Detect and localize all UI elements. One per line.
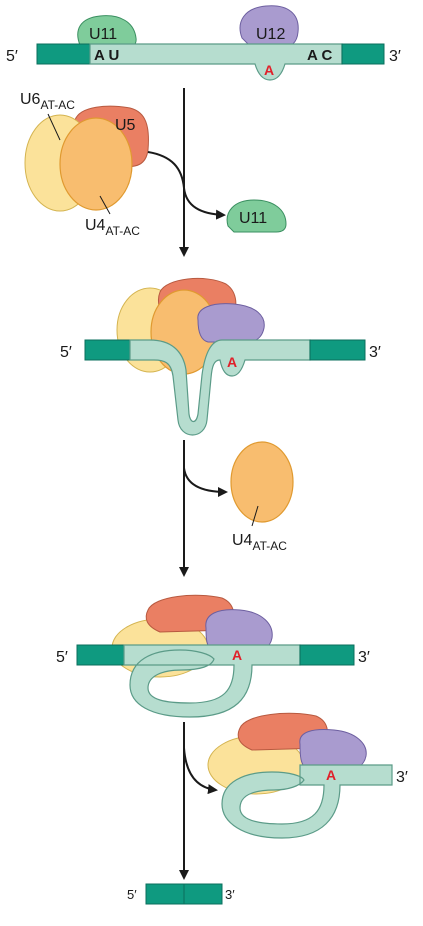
u11-label: U11 xyxy=(89,26,117,43)
spliced-mrna: 5′ 3′ xyxy=(127,883,235,905)
five-prime-label-final: 5′ xyxy=(127,887,137,902)
five-prime-label-stage3: 5′ xyxy=(56,649,68,666)
exon-3-stage2 xyxy=(309,339,366,361)
exon-5-final xyxy=(145,883,185,905)
exon-5-stage3 xyxy=(76,644,125,666)
branch-point-a: A xyxy=(264,62,274,78)
exon-3-stage1 xyxy=(341,43,385,65)
u5-label: U5 xyxy=(115,117,136,134)
stage-2: 5′ 3′ A xyxy=(60,278,381,436)
three-prime-label-lariat: 3′ xyxy=(396,769,408,786)
u4-leader xyxy=(99,195,111,215)
ac-bases-label: A C xyxy=(307,47,332,64)
branch-point-a-lariat: A xyxy=(326,767,336,783)
u12-snrnp-lariat xyxy=(299,729,367,771)
intron-stage1 xyxy=(89,43,343,81)
u12-label: U12 xyxy=(256,26,285,43)
stage-1: 5′ 3′ U11 U12 A U A C A xyxy=(6,5,401,81)
branch-point-a-stage2: A xyxy=(227,354,237,370)
u6-atac-label: U6AT-AC xyxy=(20,91,75,112)
three-prime-label: 3′ xyxy=(389,48,401,65)
three-prime-label-stage3: 3′ xyxy=(358,649,370,666)
exon-3-stage3 xyxy=(299,644,355,666)
u4-atac-label: U4AT-AC xyxy=(85,217,140,238)
branch-point-a-stage3: A xyxy=(232,647,242,663)
exon-5-stage1 xyxy=(36,43,91,65)
u4-released-leader xyxy=(251,505,259,527)
u12-snrnp-stage2 xyxy=(197,303,265,343)
u4-snrnp-released xyxy=(230,441,294,523)
exon-5-stage2 xyxy=(84,339,131,361)
u4-released: U4AT-AC xyxy=(230,441,294,553)
three-prime-label-stage2: 3′ xyxy=(369,344,381,361)
intron-lariat-released xyxy=(221,764,393,839)
au-bases-label: A U xyxy=(94,47,119,64)
free-snrnps: U6AT-AC U5 U4AT-AC xyxy=(20,91,149,238)
u4-snrnp-free xyxy=(59,117,133,211)
five-prime-label: 5′ xyxy=(6,48,18,65)
u11-snrnp-released xyxy=(226,199,287,233)
three-prime-label-final: 3′ xyxy=(225,887,235,902)
five-prime-label-stage2: 5′ xyxy=(60,344,72,361)
u4-atac-released-label: U4AT-AC xyxy=(232,532,287,553)
u11-released-label: U11 xyxy=(239,210,267,227)
intron-lariat-stage3 xyxy=(123,644,301,718)
arrow-1 xyxy=(147,88,226,257)
released-lariat-complex: 3′ A xyxy=(207,712,408,839)
u11-released: U11 xyxy=(226,199,287,233)
exon-3-final xyxy=(183,883,223,905)
arrow-2 xyxy=(179,440,228,577)
intron-stage2 xyxy=(129,339,311,436)
arrow-3 xyxy=(179,722,218,880)
stage-3: 5′ 3′ A xyxy=(56,594,370,718)
u6-leader xyxy=(47,113,61,141)
